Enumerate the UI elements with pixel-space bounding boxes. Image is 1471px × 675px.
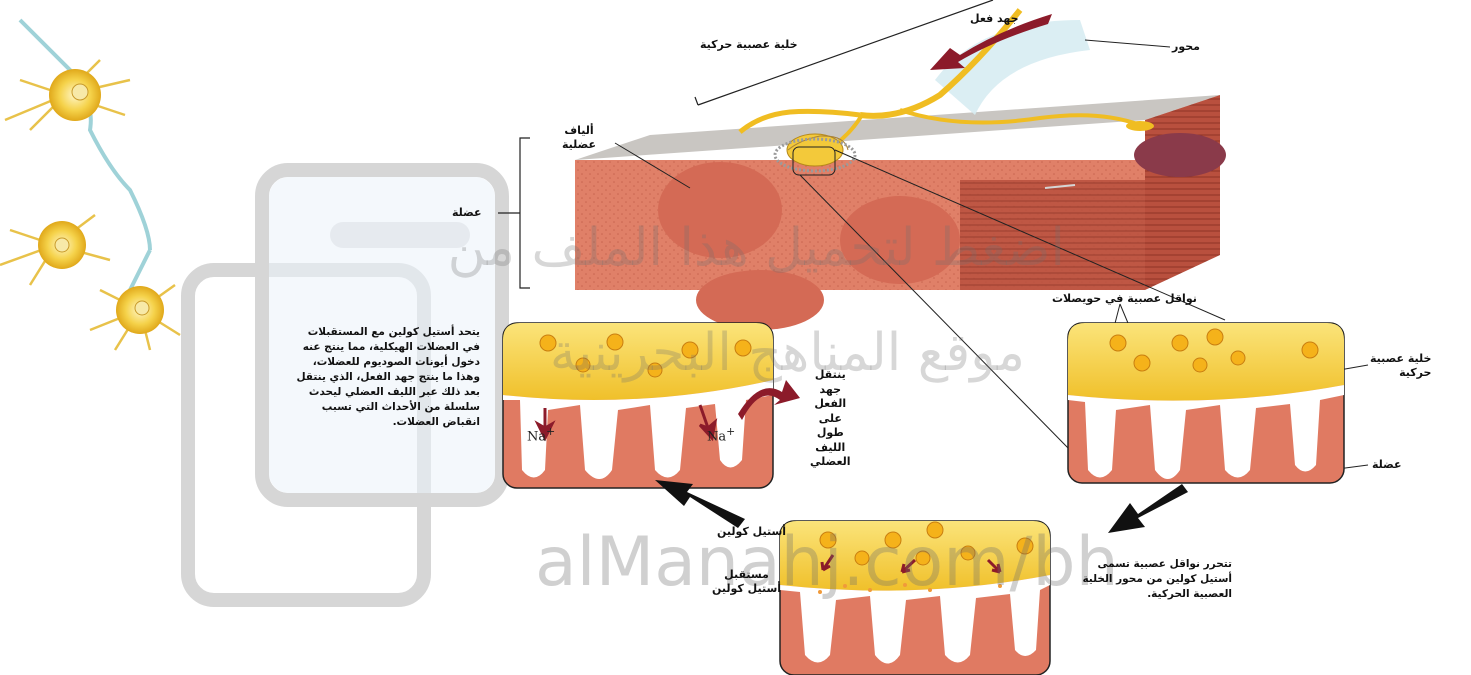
sodium-symbol: Na xyxy=(527,429,546,444)
panel-left xyxy=(503,323,800,488)
label-acetylcholine: أستيل كولين xyxy=(717,525,786,539)
label-action-potential: جهد فعل xyxy=(970,12,1019,26)
panel-right xyxy=(1068,323,1344,483)
label-sodium-2: Na+ xyxy=(707,425,735,444)
label-muscle-right: عضلة xyxy=(1372,458,1402,472)
neuron-illustration xyxy=(0,20,180,350)
label-acetylcholine-receptor: مستقبل أستيل كولين xyxy=(712,568,781,596)
label-motor-neuron-top: خلية عصبية حركية xyxy=(700,38,798,52)
label-vesicles: نواقل عصبية في حويصلات xyxy=(1052,292,1197,306)
label-muscle-left: عضلة xyxy=(452,206,482,220)
paragraph-bottom-right: تتحرر نواقل عصبية تسمى أستيل كولين من مح… xyxy=(1070,557,1232,602)
paragraph-left: يتحد أستيل كولين مع المستقبلات في العضلا… xyxy=(292,325,480,430)
label-sodium-1: Na+ xyxy=(527,425,555,444)
label-ap-travels: ينتقل جهد الفعل على طول الليف العضلي xyxy=(810,368,851,470)
panel-bottom xyxy=(780,521,1050,675)
arrow-right-to-bottom xyxy=(1108,484,1188,533)
label-muscle-fibers: ألياف عضلية xyxy=(562,124,596,152)
label-motor-neuron-right: خلية عصبية حركية xyxy=(1370,352,1431,380)
sodium-symbol: Na xyxy=(707,429,726,444)
label-axon: محور xyxy=(1172,40,1200,54)
